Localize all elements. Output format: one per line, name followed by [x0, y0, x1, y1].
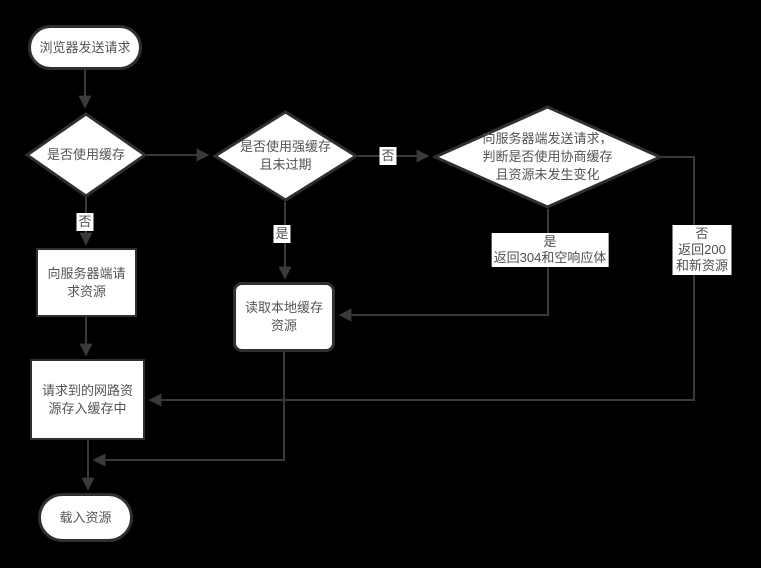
- edge-label-strong-cache-yes: 是: [273, 225, 291, 243]
- diamond-shape: [213, 110, 358, 202]
- edge-negotiate-no-to-store-cache: [148, 156, 695, 407]
- node-negotiate-cache-label: 向服务器端发送请求， 判断是否使用协商缓存 且资源未发生变化: [482, 131, 613, 182]
- node-strong-cache-label: 是否使用强缓存 且未过期: [239, 139, 331, 172]
- edge-label-negotiate-no: 否 返回200和新资源: [672, 225, 732, 275]
- node-load-resource: 载入资源: [38, 493, 133, 542]
- node-read-local: 读取本地缓存 资源: [233, 282, 335, 352]
- edge-label-use-cache-no: 否: [76, 213, 94, 231]
- node-request-server: 向服务器端请 求资源: [36, 248, 137, 317]
- node-store-cache-label: 请求到的网路资 源存入缓存中: [41, 382, 133, 416]
- node-negotiate-cache: 向服务器端发送请求， 判断是否使用协商缓存 且资源未发生变化: [433, 105, 662, 209]
- node-use-cache: 是否使用缓存: [25, 112, 147, 198]
- node-store-cache: 请求到的网路资 源存入缓存中: [30, 359, 145, 440]
- node-use-cache-label: 是否使用缓存: [46, 147, 125, 162]
- diamond-shape: [25, 112, 147, 198]
- node-request-server-label: 向服务器端请 求资源: [47, 265, 126, 299]
- diamond-shape: [433, 105, 662, 209]
- edge-label-negotiate-yes: 是 返回304和空响应体: [491, 233, 609, 267]
- node-load-resource-label: 载入资源: [59, 509, 112, 525]
- node-start: 浏览器发送请求: [28, 25, 142, 70]
- node-start-label: 浏览器发送请求: [39, 39, 131, 55]
- node-read-local-label: 读取本地缓存 资源: [244, 300, 323, 333]
- node-strong-cache: 是否使用强缓存 且未过期: [213, 110, 358, 202]
- edge-read-local-to-merge: [92, 352, 285, 467]
- edge-label-strong-cache-no: 否: [379, 147, 397, 165]
